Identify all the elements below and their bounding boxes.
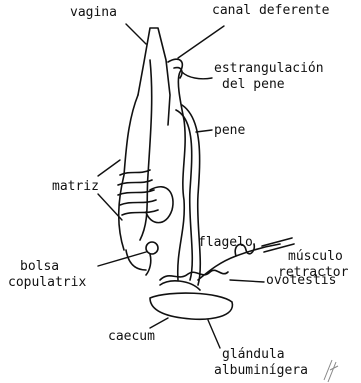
label-musculo-line1: músculo bbox=[288, 250, 343, 264]
vagina-outline bbox=[138, 28, 170, 125]
label-glandula-line2: albuminígera bbox=[214, 364, 308, 378]
glandula-pointer bbox=[208, 320, 220, 348]
bolsa-pointer bbox=[98, 252, 146, 266]
canal-deferente-pointer bbox=[178, 26, 224, 58]
label-matriz: matriz bbox=[52, 180, 99, 194]
bolsa-copulatrix bbox=[146, 242, 158, 254]
caecum-shape bbox=[160, 281, 200, 290]
matriz-fold bbox=[146, 187, 173, 223]
label-pene: pene bbox=[214, 124, 245, 138]
label-estrangulacion-line2: del pene bbox=[222, 78, 285, 92]
label-bolsa-line1: bolsa bbox=[20, 260, 59, 274]
caecum-pointer bbox=[150, 318, 168, 328]
corner-mark bbox=[324, 360, 338, 382]
label-glandula-line1: glándula bbox=[222, 348, 285, 362]
estrangulacion-pointer bbox=[182, 72, 212, 79]
label-canal-deferente: canal deferente bbox=[212, 4, 329, 18]
ovotestis-coil bbox=[160, 270, 228, 280]
pene-pointer bbox=[196, 130, 212, 132]
label-ovotestis: ovotestis bbox=[266, 274, 336, 288]
bolsa-stalk bbox=[146, 254, 151, 275]
canal-deferente-tube bbox=[168, 59, 185, 280]
label-flagelo: flagelo bbox=[198, 236, 253, 250]
vagina-pointer bbox=[126, 24, 146, 44]
matriz-pointer-upper bbox=[98, 160, 120, 176]
label-estrangulacion-line1: estrangulación bbox=[214, 62, 324, 76]
glandula-albuminigera-shape bbox=[150, 293, 232, 319]
label-bolsa-line2: copulatrix bbox=[8, 276, 86, 290]
label-vagina: vagina bbox=[70, 6, 117, 20]
ovotestis-pointer bbox=[230, 280, 264, 282]
label-caecum: caecum bbox=[108, 330, 155, 344]
